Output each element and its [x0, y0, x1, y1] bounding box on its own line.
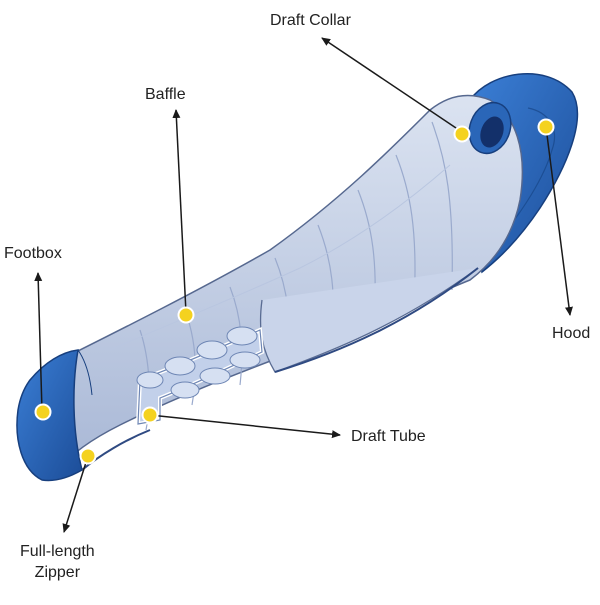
- draft-collar-arrow: [321, 37, 463, 133]
- leader-arrows: [34, 37, 573, 533]
- draft-collar-marker: [453, 125, 471, 143]
- hood-marker: [537, 118, 555, 136]
- draft-collar-opening: [468, 101, 512, 155]
- callout-markers: [34, 118, 555, 465]
- draft-tube-marker: [141, 406, 159, 424]
- baffle-label: Baffle: [145, 86, 186, 103]
- baffle-arrow: [172, 109, 187, 314]
- baffle-marker: [177, 306, 195, 324]
- zipper-label-line1: Full-length: [20, 543, 95, 560]
- hood-arrow: [545, 126, 573, 316]
- hood-label: Hood: [552, 325, 591, 342]
- bag-body: [50, 94, 524, 472]
- full-length-zipper-label: Full-length Zipper: [20, 541, 95, 583]
- draft-tube: [135, 326, 265, 427]
- draft-tube-label: Draft Tube: [351, 428, 426, 445]
- draft-collar-label: Draft Collar: [270, 12, 351, 29]
- zipper-marker: [79, 447, 97, 465]
- footbox-label: Footbox: [4, 245, 62, 262]
- draft-tube-arrow: [149, 414, 341, 439]
- zipper-line: [81, 429, 151, 471]
- footbox-arrow: [34, 272, 43, 412]
- footbox-marker: [34, 403, 52, 421]
- zipper-arrow: [62, 455, 89, 533]
- zipper-label-line2: Zipper: [34, 564, 81, 581]
